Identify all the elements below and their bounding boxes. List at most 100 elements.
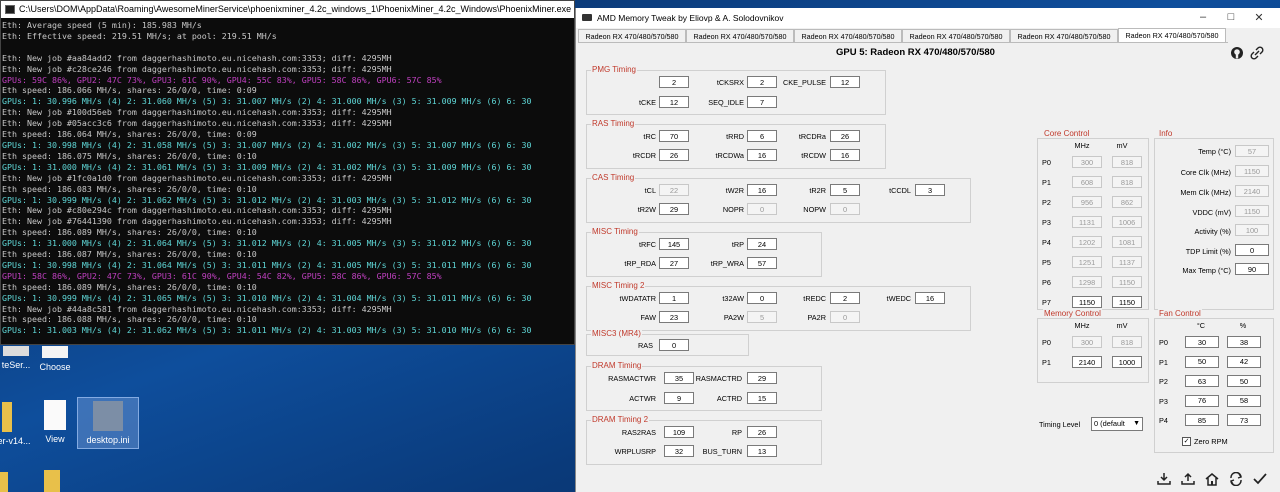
actrd-input[interactable]	[747, 392, 777, 404]
core-voltage-input[interactable]	[1112, 216, 1142, 228]
link-icon[interactable]	[1250, 46, 1264, 60]
tcke-input[interactable]	[659, 96, 689, 108]
core-voltage-input[interactable]	[1112, 156, 1142, 168]
tw2r-input[interactable]	[747, 184, 777, 196]
refresh-icon[interactable]	[1228, 472, 1244, 486]
trrd-input[interactable]	[747, 130, 777, 142]
tab-gpu-4[interactable]: Radeon RX 470/480/570/580	[1010, 29, 1118, 42]
tcl-input[interactable]	[659, 184, 689, 196]
desktop-icon-view[interactable]: View	[25, 400, 85, 444]
memory-clock-input[interactable]	[1072, 356, 1102, 368]
core-clk-input[interactable]	[1235, 165, 1269, 177]
apply-check-icon[interactable]	[1252, 472, 1268, 486]
core-voltage-input[interactable]	[1112, 176, 1142, 188]
faw-input[interactable]	[659, 311, 689, 323]
fan-speed-input[interactable]	[1227, 336, 1261, 348]
tr2w-input[interactable]	[659, 203, 689, 215]
core-clock-input[interactable]	[1072, 156, 1102, 168]
tcksrx-input[interactable]	[747, 76, 777, 88]
trp-rda-input[interactable]	[659, 257, 689, 269]
trp-wra-input[interactable]	[747, 257, 777, 269]
upload-icon[interactable]	[1180, 472, 1196, 486]
desktop-icon-choose[interactable]: Choose	[25, 346, 85, 372]
github-icon[interactable]	[1230, 46, 1244, 60]
core-voltage-input[interactable]	[1112, 236, 1142, 248]
zero-rpm-checkbox[interactable]: ✓	[1182, 437, 1191, 446]
download-icon[interactable]	[1156, 472, 1172, 486]
tr2r-input[interactable]	[830, 184, 860, 196]
bus-turn-input[interactable]	[747, 445, 777, 457]
core-voltage-input[interactable]	[1112, 296, 1142, 308]
core-clock-input[interactable]	[1072, 216, 1102, 228]
fan-temp-input[interactable]	[1185, 394, 1219, 407]
tccdl-input[interactable]	[915, 184, 945, 196]
core-clock-input[interactable]	[1072, 256, 1102, 268]
core-voltage-input[interactable]	[1112, 276, 1142, 288]
fan-speed-input[interactable]	[1227, 375, 1261, 387]
memory-voltage-input[interactable]	[1112, 356, 1142, 368]
twdatatr-input[interactable]	[659, 292, 689, 304]
maximize-button[interactable]: □	[1227, 11, 1235, 23]
core-voltage-input[interactable]	[1112, 196, 1142, 208]
tdp-limit-input[interactable]	[1235, 244, 1269, 256]
console-window[interactable]: C:\Users\DOM\AppData\Roaming\AwesomeMine…	[0, 0, 575, 345]
tredc-input[interactable]	[830, 292, 860, 304]
t32aw-input[interactable]	[747, 292, 777, 304]
minimize-button[interactable]: –	[1199, 11, 1207, 23]
memory-voltage-input[interactable]	[1112, 336, 1142, 348]
tweak-titlebar[interactable]: AMD Memory Tweak by Eliovp & A. Solodovn…	[576, 8, 1280, 28]
tab-gpu-5[interactable]: Radeon RX 470/480/570/580	[1118, 28, 1226, 43]
core-clock-input[interactable]	[1072, 196, 1102, 208]
fan-temp-input[interactable]	[1185, 375, 1219, 387]
vddc-input[interactable]	[1235, 205, 1269, 217]
memory-clock-input[interactable]	[1072, 336, 1102, 348]
fan-speed-input[interactable]	[1227, 355, 1261, 368]
home-icon[interactable]	[1204, 472, 1220, 486]
rasmactwr-input[interactable]	[664, 372, 694, 384]
trcdr-input[interactable]	[659, 149, 689, 161]
core-clock-input[interactable]	[1072, 236, 1102, 248]
fan-temp-input[interactable]	[1185, 414, 1219, 426]
close-button[interactable]: ✕	[1254, 12, 1264, 24]
folder-icon[interactable]	[44, 470, 60, 492]
temp-input[interactable]	[1235, 145, 1269, 157]
desktop-icon-teser[interactable]: teSer...	[0, 346, 46, 370]
rp-input[interactable]	[747, 426, 777, 438]
memory-tweak-window[interactable]: AMD Memory Tweak by Eliovp & A. Solodovn…	[575, 8, 1280, 492]
fan-temp-input[interactable]	[1185, 336, 1219, 348]
fan-temp-input[interactable]	[1185, 355, 1219, 368]
nopr-input[interactable]	[747, 203, 777, 215]
ras-input[interactable]	[659, 339, 689, 351]
fan-speed-input[interactable]	[1227, 414, 1261, 426]
twedc-input[interactable]	[915, 292, 945, 304]
trp-input[interactable]	[747, 238, 777, 250]
trfc-input[interactable]	[659, 238, 689, 250]
trcdw-input[interactable]	[830, 149, 860, 161]
trc-input[interactable]	[659, 130, 689, 142]
pa2w-input[interactable]	[747, 311, 777, 323]
tab-gpu-0[interactable]: Radeon RX 470/480/570/580	[578, 29, 686, 42]
nopw-input[interactable]	[830, 203, 860, 215]
max-temp-input[interactable]	[1235, 263, 1269, 275]
timing-level-select[interactable]: 0 (default ▼	[1091, 417, 1143, 431]
console-titlebar[interactable]: C:\Users\DOM\AppData\Roaming\AwesomeMine…	[1, 1, 574, 18]
mem-clk-input[interactable]	[1235, 185, 1269, 197]
desktop-icon-desktop-ini[interactable]: desktop.ini	[77, 397, 139, 449]
actwr-input[interactable]	[664, 392, 694, 404]
rasmactrd-input[interactable]	[747, 372, 777, 384]
trcdwa-input[interactable]	[747, 149, 777, 161]
folder-icon[interactable]	[0, 472, 8, 492]
pa2r-input[interactable]	[830, 311, 860, 323]
wrplusrp-input[interactable]	[664, 445, 694, 457]
trcdra-input[interactable]	[830, 130, 860, 142]
seq-idle-input[interactable]	[747, 96, 777, 108]
tcksre-input[interactable]	[659, 76, 689, 88]
fan-speed-input[interactable]	[1227, 394, 1261, 407]
activity-input[interactable]	[1235, 224, 1269, 236]
cke-pulse-input[interactable]	[830, 76, 860, 88]
tab-gpu-2[interactable]: Radeon RX 470/480/570/580	[794, 29, 902, 42]
core-clock-input[interactable]	[1072, 176, 1102, 188]
ras2ras-input[interactable]	[664, 426, 694, 438]
desktop-icon-er-v14[interactable]: er-v14...	[0, 402, 44, 446]
tab-gpu-3[interactable]: Radeon RX 470/480/570/580	[902, 29, 1010, 42]
